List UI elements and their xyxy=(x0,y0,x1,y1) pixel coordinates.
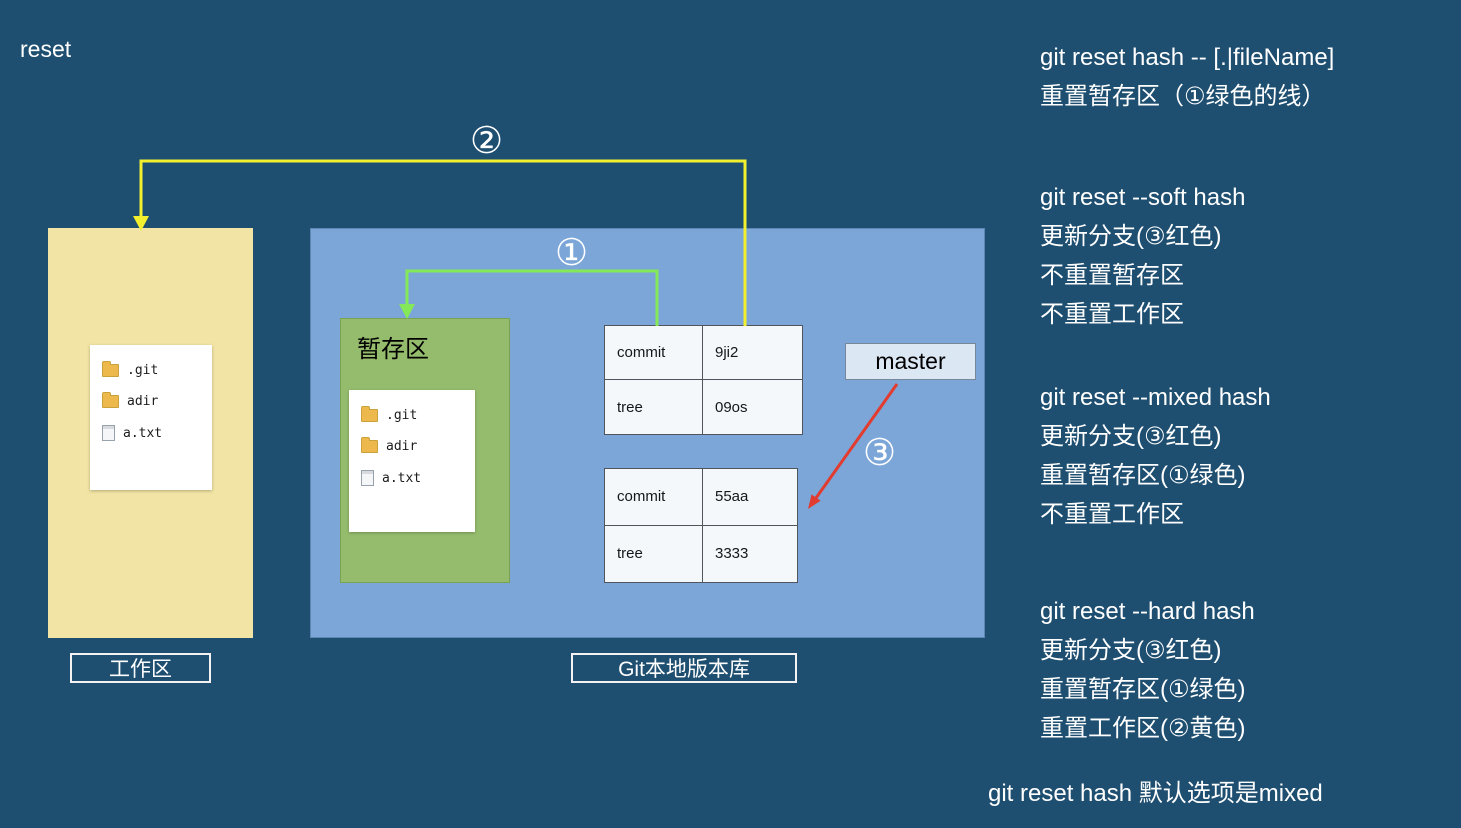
folder-icon xyxy=(361,437,378,453)
file-icon xyxy=(102,425,115,441)
note-line: 更新分支(③红色) xyxy=(1040,223,1222,250)
repository-label: Git本地版本库 xyxy=(571,653,797,683)
marker-circled-2: ② xyxy=(470,119,504,162)
commit-object-table-top: commit 9ji2 tree 09os xyxy=(604,325,803,435)
note-line: 不重置工作区 xyxy=(1040,301,1184,328)
table-cell-value: 9ji2 xyxy=(703,326,802,380)
file-name: .git xyxy=(386,408,418,423)
table-cell-value: 3333 xyxy=(715,545,749,563)
folder-icon xyxy=(102,392,119,408)
staging-files-panel: .git adir a.txt xyxy=(349,390,475,532)
note-reset-hard: git reset --hard hash 更新分支(③红色) 重置暂存区(①绿… xyxy=(1040,592,1255,748)
note-line: 不重置暂存区 xyxy=(1040,262,1184,289)
file-row: a.txt xyxy=(90,417,212,449)
staging-area-box: 暂存区 .git adir a.txt xyxy=(340,318,510,583)
file-name: a.txt xyxy=(382,470,422,486)
file-row: .git xyxy=(90,355,212,386)
folder-icon xyxy=(361,406,378,422)
working-files-panel: .git adir a.txt xyxy=(90,345,212,490)
note-reset-mixed: git reset --mixed hash 更新分支(③红色) 重置暂存区(①… xyxy=(1040,378,1271,534)
note-reset-soft: git reset --soft hash 更新分支(③红色) 不重置暂存区 不… xyxy=(1040,178,1245,334)
note-line: 重置暂存区(①绿色) xyxy=(1040,676,1246,703)
file-row: a.txt xyxy=(349,462,475,494)
commit-object-table-bottom: commit 55aa tree 3333 xyxy=(604,468,798,583)
file-icon xyxy=(361,470,374,486)
file-row: adir xyxy=(349,431,475,462)
note-line: git reset --soft hash xyxy=(1040,184,1246,211)
marker-circled-1: ① xyxy=(555,231,589,274)
note-line: git reset hash -- [.|fileName] xyxy=(1040,44,1335,71)
file-name: adir xyxy=(386,439,418,454)
note-line: 更新分支(③红色) xyxy=(1040,423,1222,450)
table-cell-key: tree xyxy=(605,380,703,434)
file-row: .git xyxy=(349,400,475,431)
staging-area-title: 暂存区 xyxy=(357,336,429,363)
file-name: adir xyxy=(127,394,159,409)
file-name: .git xyxy=(127,363,159,378)
working-area-label: 工作区 xyxy=(70,653,211,683)
table-cell-value: 55aa xyxy=(703,469,797,526)
working-area-box: .git adir a.txt xyxy=(48,228,253,638)
note-line: 重置工作区(②黄色) xyxy=(1040,715,1246,742)
table-cell-key: tree xyxy=(605,525,703,582)
master-branch-label: master xyxy=(845,343,976,380)
table-cell-value: 09os xyxy=(715,398,748,416)
note-reset-path: git reset hash -- [.|fileName] 重置暂存区（①绿色… xyxy=(1040,38,1334,116)
note-line: git reset --mixed hash xyxy=(1040,384,1271,411)
file-row: adir xyxy=(90,386,212,417)
folder-icon xyxy=(102,361,119,377)
marker-circled-3: ③ xyxy=(863,431,897,474)
note-line: git reset --hard hash xyxy=(1040,598,1255,625)
diagram-title: reset xyxy=(20,36,72,62)
note-line: 重置暂存区(①绿色) xyxy=(1040,462,1246,489)
note-default-option: git reset hash 默认选项是mixed xyxy=(988,780,1323,807)
table-cell-key: commit xyxy=(605,469,703,526)
note-line: 重置暂存区（①绿色的线） xyxy=(1040,83,1326,110)
note-line: 不重置工作区 xyxy=(1040,501,1184,528)
note-line: 更新分支(③红色) xyxy=(1040,637,1222,664)
file-name: a.txt xyxy=(123,425,163,441)
table-cell-key: commit xyxy=(605,326,703,380)
